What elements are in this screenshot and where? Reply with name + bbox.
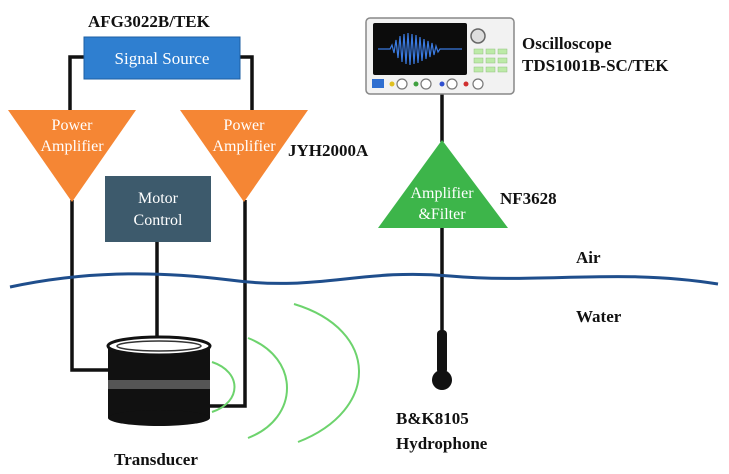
oscilloscope-label: Oscilloscope bbox=[522, 34, 612, 53]
wire-right-amp-to-transducer bbox=[210, 200, 247, 408]
oscilloscope-model-label: TDS1001B-SC/TEK bbox=[522, 56, 669, 75]
hydrophone-label: Hydrophone bbox=[396, 434, 488, 453]
oscilloscope-power-button bbox=[372, 79, 384, 88]
amplifier-filter-triangle bbox=[378, 140, 508, 228]
wave-arc-small bbox=[211, 361, 236, 413]
power-amplifier-model-label: JYH2000A bbox=[288, 141, 369, 160]
acoustic-waves bbox=[211, 303, 360, 443]
power-amplifier-left bbox=[8, 110, 136, 202]
amplifier-filter-line2: &Filter bbox=[418, 206, 466, 223]
power-amplifier-left-line2: Amplifier bbox=[40, 138, 104, 155]
wire-left-amp-to-transducer bbox=[70, 200, 108, 372]
hydrophone bbox=[432, 330, 452, 390]
signal-source-box bbox=[83, 36, 241, 80]
hydrophone-model-label: B&K8105 bbox=[396, 409, 469, 428]
motor-control-line2: Control bbox=[134, 212, 183, 229]
transducer bbox=[106, 335, 212, 426]
motor-control-box bbox=[105, 176, 211, 242]
oscilloscope-device bbox=[365, 17, 515, 95]
wire-source-to-right-amp bbox=[240, 55, 254, 112]
amplifier-filter-model-label: NF3628 bbox=[500, 189, 557, 208]
oscilloscope-knob bbox=[470, 28, 486, 44]
power-amplifier-right bbox=[180, 110, 308, 202]
power-amplifier-right-line2: Amplifier bbox=[212, 138, 276, 155]
oscilloscope-waveform bbox=[378, 32, 462, 66]
transducer-band bbox=[108, 380, 210, 389]
power-amplifier-left-line1: Power bbox=[52, 117, 94, 134]
water-surface-line bbox=[9, 272, 719, 289]
transducer-top bbox=[106, 335, 212, 357]
transducer-label: Transducer bbox=[114, 450, 198, 469]
wave-arc-medium bbox=[247, 337, 288, 439]
wire-source-to-left-amp bbox=[68, 55, 84, 112]
wires bbox=[68, 55, 444, 408]
oscilloscope-screen bbox=[373, 23, 467, 75]
amplifier-filter-line1: Amplifier bbox=[410, 185, 474, 202]
wave-arc-large bbox=[293, 303, 360, 443]
signal-source-label: Signal Source bbox=[115, 49, 210, 68]
power-amplifier-right-line1: Power bbox=[224, 117, 266, 134]
motor-control-line1: Motor bbox=[138, 190, 179, 207]
air-label: Air bbox=[576, 248, 601, 267]
signal-source-model-label: AFG3022B/TEK bbox=[88, 12, 211, 31]
water-label: Water bbox=[576, 307, 622, 326]
